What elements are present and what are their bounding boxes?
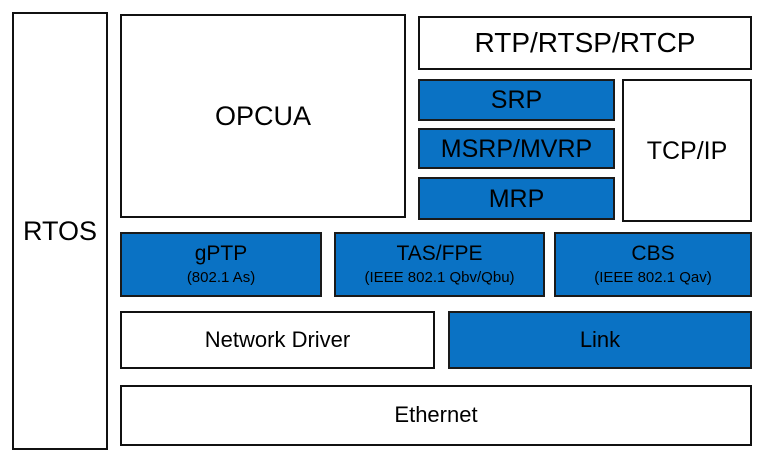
- block-srp: SRP: [418, 79, 615, 121]
- block-rtos-label: RTOS: [22, 215, 98, 246]
- block-srp-label: SRP: [490, 86, 543, 114]
- block-rtp-rtsp-rtcp-label: RTP/RTSP/RTCP: [474, 27, 696, 59]
- block-cbs-standard: (IEEE 802.1 Qav): [594, 268, 712, 286]
- block-msrp-mvrp-label: MSRP/MVRP: [440, 134, 593, 163]
- block-opcua: OPCUA: [120, 14, 406, 218]
- block-tcp-ip: TCP/IP: [622, 79, 752, 222]
- block-tas-fpe-standard: (IEEE 802.1 Qbv/Qbu): [364, 268, 515, 286]
- block-cbs-label: CBS: [631, 242, 675, 266]
- block-gptp-standard: (802.1 As): [186, 268, 256, 286]
- block-mrp: MRP: [418, 177, 615, 220]
- block-ethernet: Ethernet: [120, 385, 752, 446]
- block-cbs: CBS (IEEE 802.1 Qav): [554, 232, 752, 297]
- block-rtos: RTOS: [12, 12, 108, 450]
- block-gptp: gPTP (802.1 As): [120, 232, 322, 297]
- block-gptp-label: gPTP: [194, 242, 248, 266]
- block-mrp-label: MRP: [488, 184, 545, 213]
- block-rtp-rtsp-rtcp: RTP/RTSP/RTCP: [418, 16, 752, 70]
- block-tas-fpe-label: TAS/FPE: [396, 242, 483, 266]
- block-ethernet-label: Ethernet: [394, 402, 478, 428]
- block-msrp-mvrp: MSRP/MVRP: [418, 128, 615, 169]
- block-network-driver: Network Driver: [120, 311, 435, 369]
- block-opcua-label: OPCUA: [214, 100, 312, 131]
- block-link: Link: [448, 311, 752, 369]
- block-network-driver-label: Network Driver: [204, 326, 351, 352]
- block-link-label: Link: [579, 326, 621, 352]
- block-tcp-ip-label: TCP/IP: [646, 136, 728, 165]
- block-tas-fpe: TAS/FPE (IEEE 802.1 Qbv/Qbu): [334, 232, 545, 297]
